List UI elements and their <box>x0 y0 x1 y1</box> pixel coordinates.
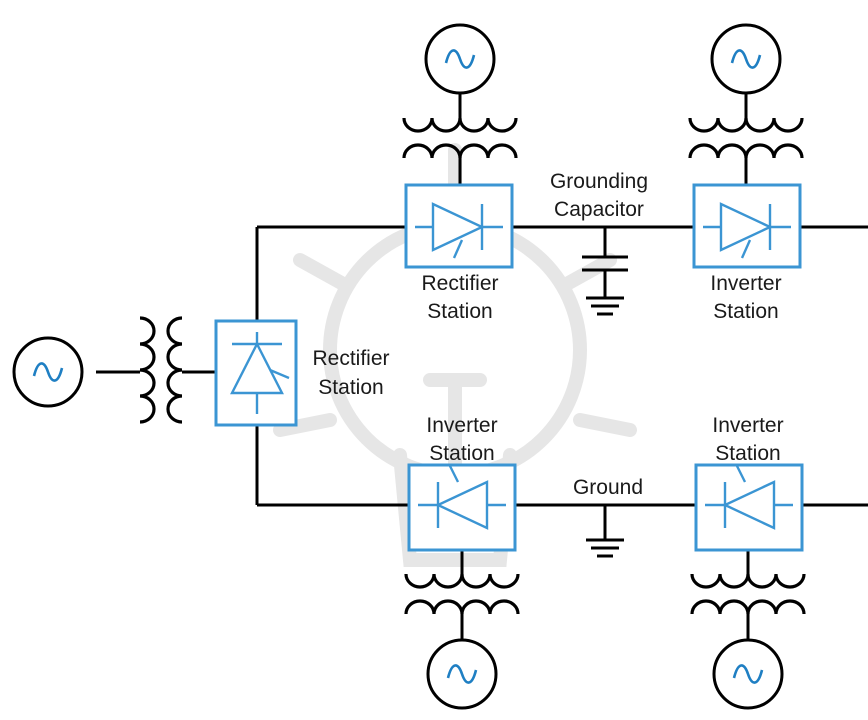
ac-source-top-left <box>424 23 496 95</box>
rectifier-station-top-label-line2: Station <box>427 300 492 323</box>
inverter-station-top <box>692 183 802 269</box>
transformer-bottom-right <box>690 573 806 615</box>
wires <box>96 93 868 640</box>
inverter-station-bottom-left-label-line1: Inverter <box>426 414 497 437</box>
ac-source-left <box>12 336 84 408</box>
inverter-station-bottom-right-label-line1: Inverter <box>712 414 783 437</box>
inverter-station-bottom-right <box>694 463 804 552</box>
inverter-station-bottom-left-label-line2: Station <box>429 442 494 465</box>
grounding-capacitor <box>582 227 628 316</box>
rectifier-station-main <box>214 319 298 427</box>
ground-label: Ground <box>573 476 643 499</box>
transformer-bottom-left <box>404 573 520 615</box>
ground-symbol <box>586 505 624 558</box>
rectifier-station-top <box>404 183 514 269</box>
transformer-top-left <box>402 117 518 159</box>
transformer-top-right <box>688 117 804 159</box>
inverter-station-top-label-line2: Station <box>713 300 778 323</box>
ac-source-top-right <box>710 23 782 95</box>
ac-source-bottom-right <box>712 638 784 710</box>
rectifier-station-main-label-line2: Station <box>318 376 383 399</box>
labels: Rectifier Station Rectifier Station Inve… <box>312 170 783 499</box>
inverter-station-top-label-line1: Inverter <box>710 272 781 295</box>
grounding-capacitor-label-line1: Grounding <box>550 170 648 193</box>
inverter-station-bottom-right-label-line2: Station <box>715 442 780 465</box>
ac-source-bottom-left <box>426 638 498 710</box>
rectifier-station-top-label-line1: Rectifier <box>421 272 498 295</box>
inverter-station-bottom-left <box>407 463 517 552</box>
rectifier-station-main-label-line1: Rectifier <box>312 347 389 370</box>
transformer-left <box>139 316 183 424</box>
grounding-capacitor-label-line2: Capacitor <box>554 198 644 221</box>
